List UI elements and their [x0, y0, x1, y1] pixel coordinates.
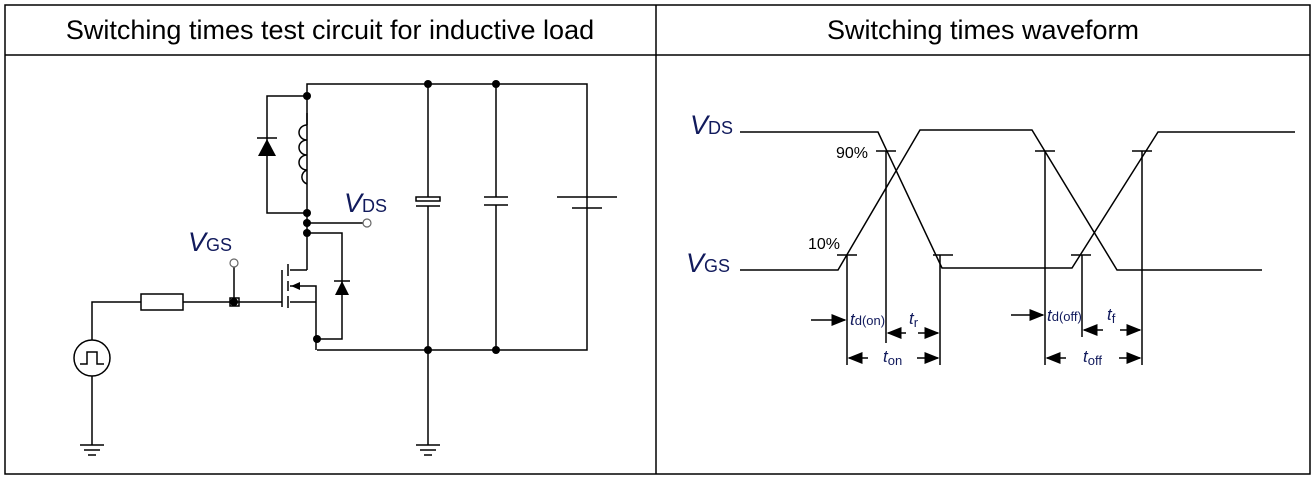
vds-terminal	[362, 218, 372, 228]
dc-supply	[557, 196, 617, 209]
waveform-vgs-label: VGS	[686, 248, 730, 278]
waveform-vds-label: VDS	[690, 110, 733, 140]
vds-label: VDS	[344, 188, 387, 218]
label-td-on: td(on)	[850, 310, 885, 329]
vgs-label: VGS	[188, 227, 232, 257]
inductor	[298, 124, 308, 185]
freewheel-diode	[257, 137, 277, 156]
level-ticks	[837, 150, 1152, 256]
label-90-percent: 90%	[836, 145, 868, 162]
label-tr: tr	[909, 309, 919, 330]
label-10-percent: 10%	[808, 236, 840, 253]
switching-waveform: VDS VGS 90% 10% td(on) tr ton td(off) tf…	[686, 110, 1295, 368]
mosfet	[281, 264, 300, 308]
vgs-trace	[740, 129, 1262, 271]
waveform-header: Switching times waveform	[827, 15, 1139, 45]
junction-dots	[230, 80, 500, 354]
label-td-off: td(off)	[1047, 306, 1082, 325]
pulse-generator	[73, 339, 111, 377]
capacitor	[484, 196, 508, 206]
vds-trace	[740, 131, 1295, 269]
label-toff: toff	[1083, 347, 1102, 368]
vgs-terminal	[229, 258, 239, 268]
body-diode	[334, 280, 350, 295]
label-ton: ton	[883, 347, 902, 368]
wires	[91, 83, 588, 445]
ground-symbols	[80, 444, 440, 456]
circuit-header: Switching times test circuit for inducti…	[66, 15, 594, 45]
test-circuit: VDS VGS	[73, 80, 617, 456]
capacitor-electrolytic	[415, 196, 441, 207]
gate-resistor	[140, 293, 184, 311]
timing-arrows	[811, 309, 1142, 364]
timing-lines	[846, 151, 1143, 365]
label-tf: tf	[1107, 305, 1116, 326]
table-frame	[4, 4, 1311, 475]
